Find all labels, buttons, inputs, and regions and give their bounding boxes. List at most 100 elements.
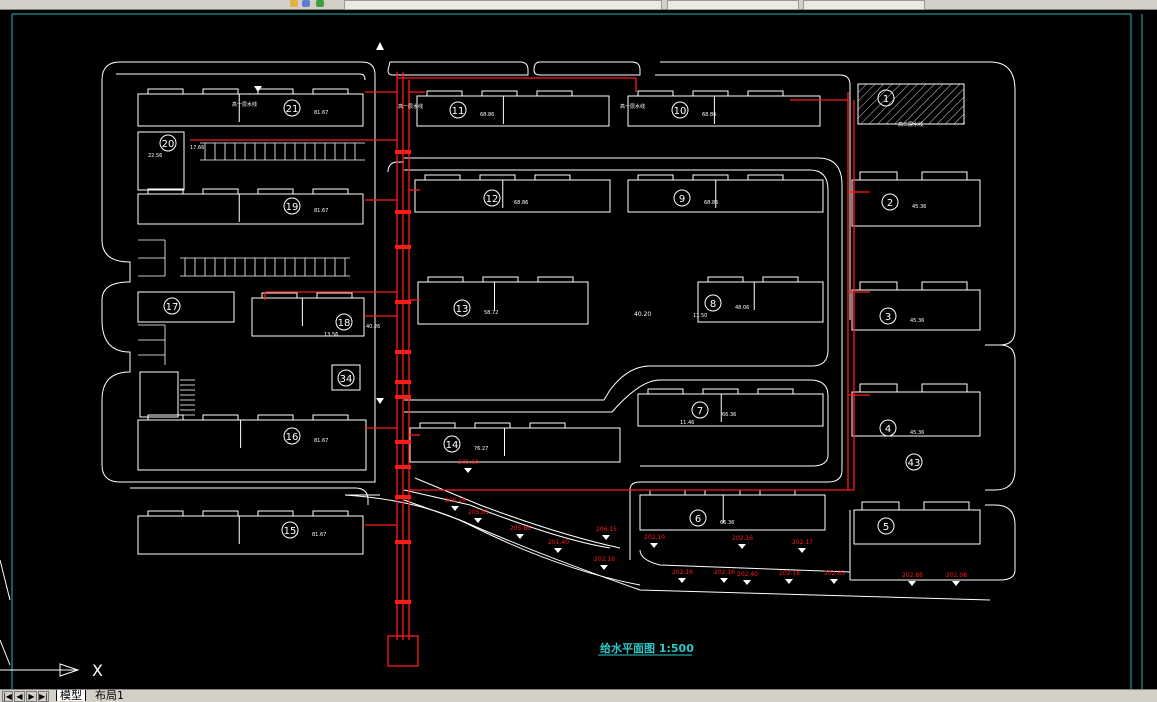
elevation-label: 202.86 [902, 572, 923, 579]
elevation-label: 201.40 [548, 539, 569, 546]
building-marker-circle [335, 313, 353, 331]
elevation-triangle [650, 543, 658, 548]
elevation-triangle [678, 578, 686, 583]
building-10 [627, 95, 821, 127]
building-1 [857, 83, 965, 125]
building-3 [851, 289, 981, 331]
building-dimension: 81.67 [312, 532, 326, 538]
building-dimension-2: 13.56 [324, 332, 338, 338]
elevation-triangle [830, 579, 838, 584]
tab-layout1[interactable]: 布局1 [95, 689, 124, 702]
building-number: 20 [162, 139, 175, 150]
elevation-label: 205.60 [458, 459, 479, 466]
lineweight-dropdown[interactable] [803, 0, 925, 10]
elevation-label: 206.15 [596, 526, 617, 533]
layout-tab-bar: |◀ ◀ ▶ ▶| 模型 布局1 [0, 689, 1157, 702]
site-outline [101, 61, 1016, 601]
building-19 [137, 193, 364, 225]
next-tab-icon[interactable]: ▶ [26, 691, 37, 702]
building-number: 12 [486, 194, 499, 205]
building-14 [409, 427, 621, 463]
valve-mark [395, 440, 411, 444]
layer-icon[interactable] [302, 0, 310, 7]
building-facades [147, 88, 970, 544]
elevation-triangle [952, 581, 960, 586]
building-number: 10 [674, 106, 687, 117]
elevation-triangle [451, 506, 459, 511]
building-dimension: 45.36 [912, 204, 926, 210]
elevation-label: 202.17 [792, 539, 813, 546]
building-dimension: 45.36 [910, 318, 924, 324]
building-number: 5 [883, 522, 889, 533]
elevation-label: 202.16 [714, 569, 735, 576]
building-number: 8 [710, 299, 716, 310]
building-marker-circle [453, 299, 471, 317]
prev-tab-icon[interactable]: ◀ [14, 691, 25, 702]
building-marker-circle [691, 401, 709, 419]
building-number: 18 [338, 318, 351, 329]
top-toolbar [0, 0, 1157, 10]
parking-stall-lines [180, 143, 356, 416]
last-tab-icon[interactable]: ▶| [38, 691, 49, 702]
valve-mark [395, 495, 411, 499]
building-marker-circle [905, 453, 923, 471]
building-dimension-2: 11.50 [693, 313, 707, 319]
building-number: 15 [284, 526, 297, 537]
elevation-triangle [798, 548, 806, 553]
building-number: 1 [883, 94, 889, 105]
building-15 [137, 515, 364, 555]
elevation-label: 206.28 [445, 497, 466, 504]
building-marker-circle [877, 517, 895, 535]
building-12 [414, 179, 611, 213]
valve-mark [395, 540, 411, 544]
building-7 [637, 393, 824, 427]
building-number: 7 [697, 406, 703, 417]
elevation-triangle [720, 578, 728, 583]
first-tab-icon[interactable]: |◀ [2, 691, 13, 702]
building-number: 6 [695, 514, 701, 525]
building-marker-circle [483, 189, 501, 207]
palette-icon[interactable] [290, 0, 298, 7]
building-2 [851, 179, 981, 227]
drawing-title: 给水平面图 1:500 [600, 641, 694, 655]
building-number: 34 [340, 374, 353, 385]
building-number: 16 [286, 432, 299, 443]
tab-model[interactable]: 模型 [56, 690, 86, 701]
valve-mark [395, 380, 411, 384]
building-marker-circle [881, 193, 899, 211]
building-dimension: 68.86 [704, 200, 718, 206]
building-number: 3 [885, 312, 891, 323]
building-marker-circle [283, 197, 301, 215]
building-dimension-2: 22.56 [148, 153, 162, 159]
building-dimension: 58.72 [484, 310, 498, 316]
elevation-label: 202.10 [644, 534, 665, 541]
buildings-layer [137, 83, 981, 555]
valve-mark [395, 210, 411, 214]
building-dimension: 40.26 [366, 324, 380, 330]
building-dimension: 66.36 [722, 412, 736, 418]
building-dimension-2: 11.46 [680, 420, 694, 426]
building-dimension: 68.86 [514, 200, 528, 206]
building-17 [137, 291, 235, 323]
elevation-triangle [600, 565, 608, 570]
axis-x-label: X [92, 661, 103, 680]
elevation-label: 202.40 [737, 571, 758, 578]
elevation-label: 202.16 [779, 570, 800, 577]
water-pipes [190, 72, 870, 667]
building-13 [417, 281, 589, 325]
color-icon[interactable] [316, 0, 324, 7]
building-dimension: 81.67 [314, 208, 328, 214]
building-note: 高一层水线 [398, 103, 423, 110]
elevation-label: 205.86 [510, 525, 531, 532]
building-number: 43 [908, 458, 921, 469]
linetype-dropdown[interactable] [667, 0, 799, 10]
north-markers [254, 42, 384, 404]
building-marker-circle [163, 297, 181, 315]
building-4 [851, 391, 981, 437]
elevation-label: 202.16 [672, 569, 693, 576]
building-dimension: 81.67 [314, 110, 328, 116]
elevation-label: 202.85 [824, 570, 845, 577]
layer-dropdown[interactable] [344, 0, 662, 10]
